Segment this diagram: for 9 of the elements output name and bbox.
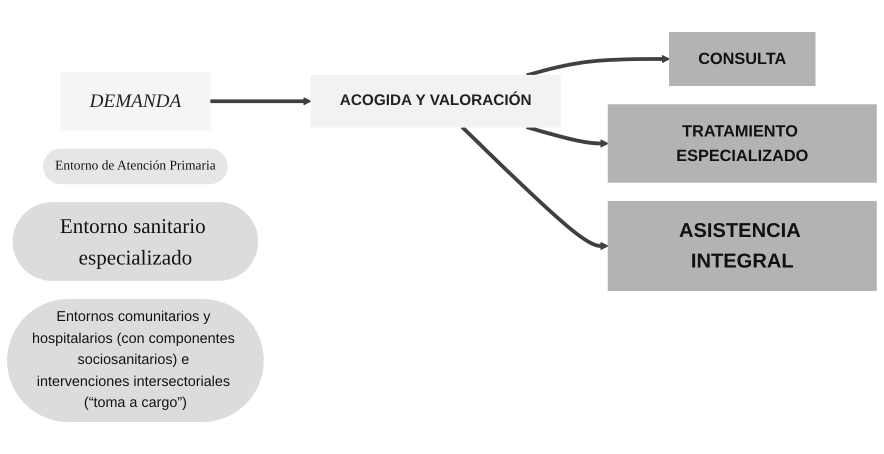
node-box: CONSULTA (669, 32, 816, 86)
arrow (460, 126, 609, 250)
node-box: TRATAMIENTO ESPECIALIZADO (608, 104, 877, 183)
node-box: ACOGIDA Y VALORACIÓN (310, 74, 561, 128)
arrow (210, 97, 312, 106)
arrow (526, 125, 609, 148)
node-box: ASISTENCIA INTEGRAL (608, 200, 877, 291)
arrow (526, 54, 670, 78)
node-box: DEMANDA (60, 72, 210, 130)
